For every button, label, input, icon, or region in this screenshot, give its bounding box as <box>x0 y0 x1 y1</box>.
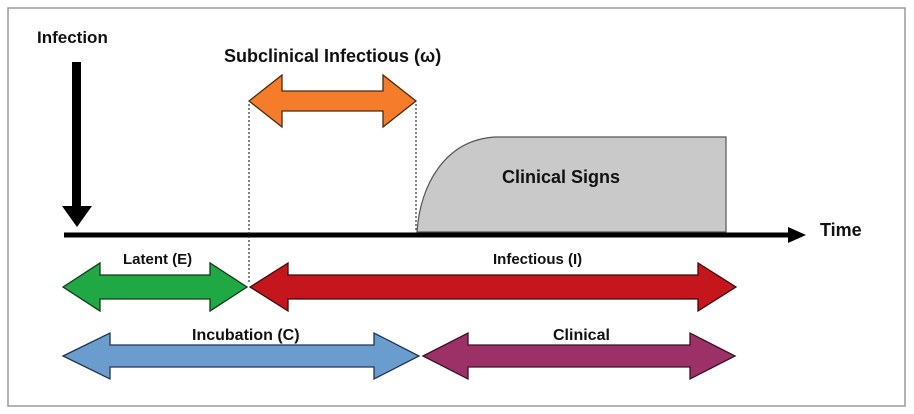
time-axis-arrowhead <box>788 227 806 243</box>
incubation-label: Incubation (C) <box>192 327 300 344</box>
infectious-arrow <box>248 261 738 313</box>
clinical-signs-area <box>416 136 727 233</box>
subclinical-infectious-label: Subclinical Infectious (ω) <box>224 46 441 66</box>
infection-label: Infection <box>37 28 108 47</box>
clinical-label: Clinical <box>553 327 610 344</box>
latent-label: Latent (E) <box>123 251 192 268</box>
infection-arrow-head <box>62 206 92 227</box>
infectious-label: Infectious (I) <box>493 251 582 268</box>
incubation-arrow <box>61 331 421 381</box>
clinical-signs-label: Clinical Signs <box>502 167 620 187</box>
clinical-arrow <box>421 331 737 381</box>
time-label: Time <box>820 220 862 240</box>
latent-arrow <box>61 261 249 313</box>
subclinical-infectious-arrow <box>247 73 418 129</box>
infection-arrow-shaft <box>72 62 81 210</box>
